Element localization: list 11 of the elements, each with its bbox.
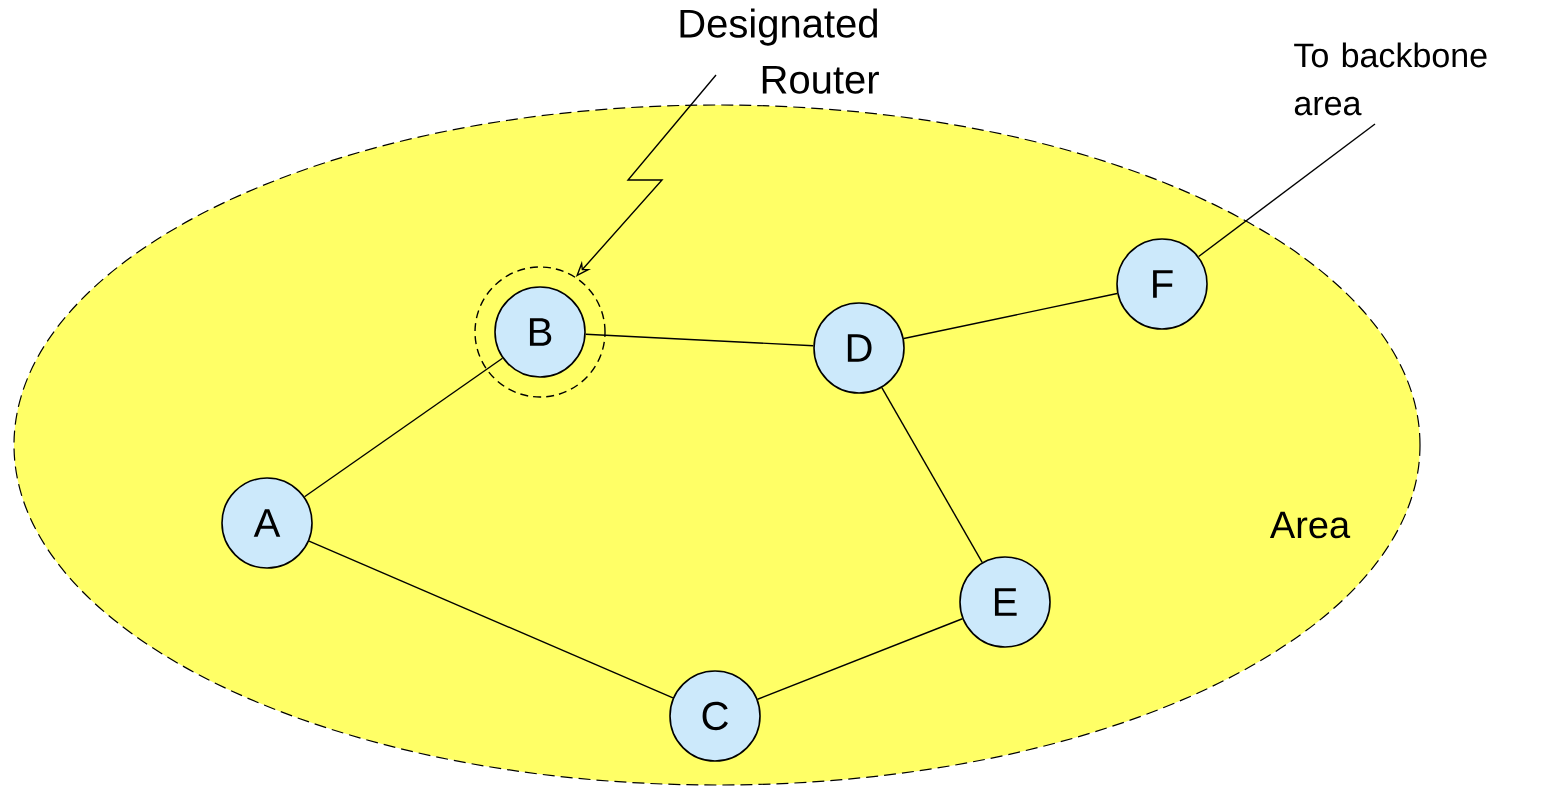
callout-text: Designated Router [680, 8, 879, 94]
link-line [303, 357, 504, 498]
link-line [881, 387, 983, 563]
leader-line [1197, 123, 1376, 258]
area-label: Area [1269, 511, 1351, 539]
link-line [756, 618, 964, 700]
link-line [585, 333, 814, 347]
link-line [308, 540, 674, 699]
dashed-ring [474, 266, 606, 398]
link-line [903, 292, 1118, 340]
callout-text: To backbone area [1294, 42, 1487, 116]
